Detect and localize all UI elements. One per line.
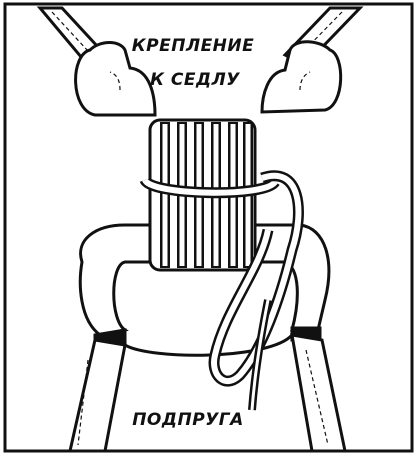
saddle-attachment-label-line2: К СЕДЛУ: [135, 70, 255, 90]
saddle-attachment-label-line1: КРЕПЛЕНИЕ: [128, 36, 258, 56]
cinch-strap: [70, 335, 345, 451]
cinch-label: ПОДПРУГА: [128, 410, 248, 430]
